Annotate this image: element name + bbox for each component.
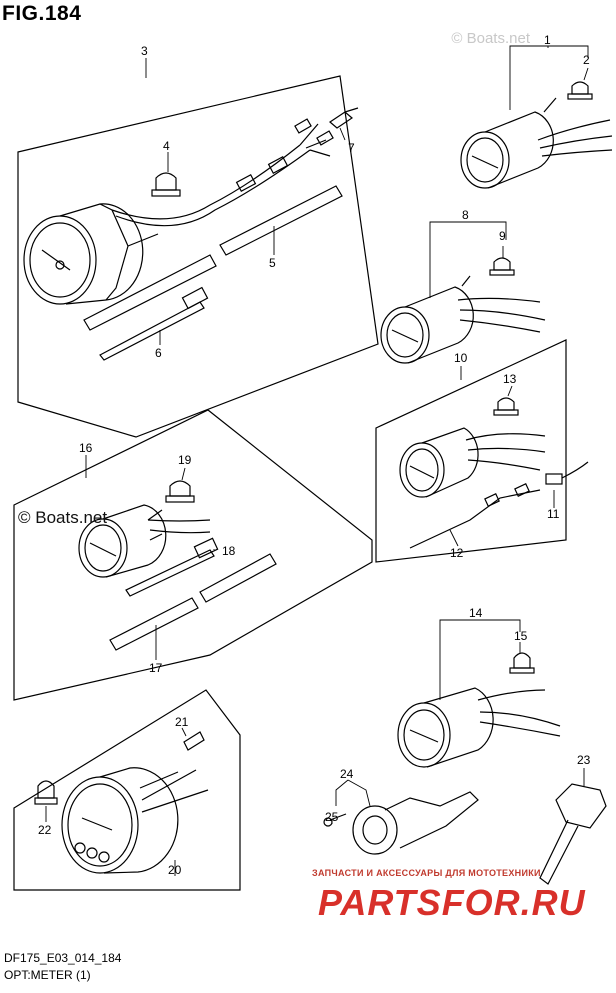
bulb-4 bbox=[151, 172, 181, 197]
callout-20: 20 bbox=[168, 863, 182, 877]
callout-7: 7 bbox=[348, 141, 355, 155]
callout-12: 12 bbox=[450, 546, 464, 560]
gauge-assembly-16 bbox=[78, 504, 211, 578]
watermark-left: © Boats.net bbox=[18, 508, 108, 527]
panel-group-16 bbox=[13, 409, 373, 701]
bracket-23 bbox=[539, 783, 607, 885]
callout-11: 11 bbox=[547, 507, 560, 521]
callout-1: 1 bbox=[544, 33, 551, 47]
callout-10: 10 bbox=[454, 351, 468, 365]
panel-group-10 bbox=[375, 339, 567, 563]
callout-19: 19 bbox=[178, 453, 192, 467]
callout-22: 22 bbox=[38, 823, 52, 837]
bracket-24 bbox=[352, 791, 479, 855]
bulb-2 bbox=[567, 81, 593, 100]
gauge-assembly-14 bbox=[397, 687, 561, 768]
bulb-9 bbox=[489, 257, 515, 276]
gauge-assembly-1 bbox=[460, 97, 613, 189]
bulb-13 bbox=[493, 397, 519, 416]
panel-group-3 bbox=[17, 75, 379, 438]
gauge-assembly-20 bbox=[61, 767, 209, 874]
gauge-assembly-10 bbox=[399, 427, 546, 549]
shop-caption: ЗАПЧАСТИ И АКСЕССУАРЫ ДЛЯ МОТОТЕХНИКИ bbox=[312, 868, 541, 878]
callout-24: 24 bbox=[340, 767, 354, 781]
callout-15: 15 bbox=[514, 629, 528, 643]
tube-5b bbox=[83, 254, 217, 331]
tie-strap-18 bbox=[125, 537, 219, 597]
callout-3: 3 bbox=[141, 44, 148, 58]
callout-6: 6 bbox=[155, 346, 162, 360]
gauge-assembly-8 bbox=[380, 275, 546, 364]
leader-lines bbox=[45, 45, 589, 876]
callout-numbers: 3 1 2 4 7 5 6 8 9 10 13 11 12 16 19 18 1… bbox=[38, 33, 591, 877]
callout-9: 9 bbox=[499, 229, 506, 243]
footer-code: DF175_E03_014_184 bbox=[4, 951, 122, 965]
panel-group-20 bbox=[13, 689, 241, 891]
callout-16: 16 bbox=[79, 441, 93, 455]
bulb-15 bbox=[509, 652, 535, 674]
bulb-19 bbox=[165, 480, 195, 503]
callout-2: 2 bbox=[583, 53, 590, 67]
bulb-22 bbox=[34, 780, 58, 805]
callout-21: 21 bbox=[175, 715, 189, 729]
callout-8: 8 bbox=[462, 208, 469, 222]
tube-5 bbox=[219, 185, 343, 256]
callout-17: 17 bbox=[149, 661, 163, 675]
callout-5: 5 bbox=[269, 256, 276, 270]
gauge-assembly-3 bbox=[23, 118, 334, 305]
callout-14: 14 bbox=[469, 606, 483, 620]
callout-4: 4 bbox=[163, 139, 170, 153]
figure-title: FIG.184 bbox=[2, 2, 82, 25]
connector-7 bbox=[329, 107, 359, 129]
callout-25: 25 bbox=[325, 810, 339, 824]
callout-23: 23 bbox=[577, 753, 591, 767]
tube-17 bbox=[109, 553, 277, 651]
tie-strap-6 bbox=[99, 286, 209, 361]
shop-logo: PARTSFOR.RU bbox=[318, 882, 586, 923]
callout-18: 18 bbox=[222, 544, 236, 558]
watermark-top: © Boats.net bbox=[451, 30, 530, 47]
footer-name: OPT:METER (1) bbox=[4, 968, 91, 982]
harness-11 bbox=[545, 461, 589, 485]
bulb-21 bbox=[183, 731, 205, 751]
callout-13: 13 bbox=[503, 372, 517, 386]
